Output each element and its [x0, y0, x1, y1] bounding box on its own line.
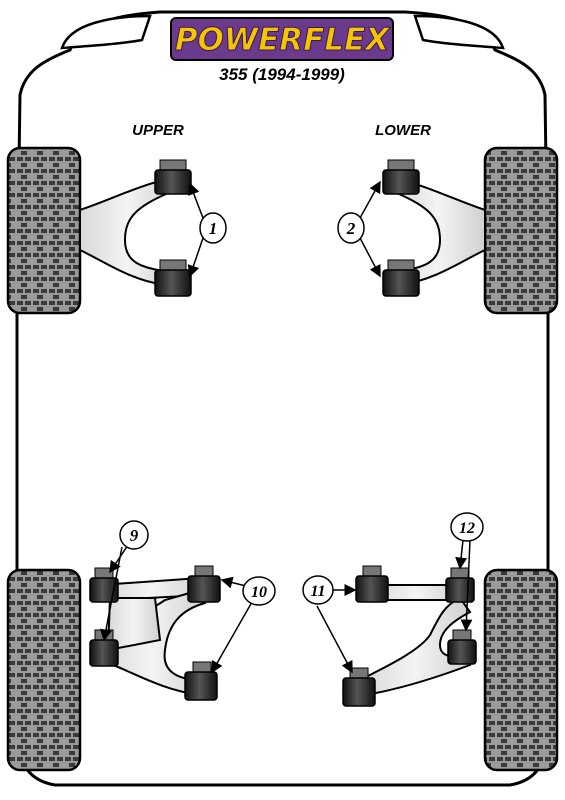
svg-text:9: 9	[130, 526, 139, 545]
bush-2-upper	[382, 159, 420, 195]
svg-text:11: 11	[310, 583, 325, 600]
rear-right-lower-wishbone	[358, 596, 472, 697]
rear-right-tyre	[483, 568, 559, 772]
bush-12-lower	[447, 629, 477, 665]
front-right-tyre	[483, 146, 559, 315]
left-headlight	[60, 14, 152, 50]
callout-1: 1	[199, 212, 227, 244]
bush-10-upper	[187, 565, 221, 603]
svg-text:2: 2	[346, 219, 356, 238]
upper-section-label: UPPER	[132, 122, 184, 139]
callout-arrows	[100, 180, 473, 674]
model-year-label: 355 (1994-1999)	[219, 65, 345, 84]
powerflex-logo: POWERFLEX	[170, 17, 394, 61]
front-lower-wishbone	[388, 178, 486, 287]
callout-12: 12	[450, 512, 484, 542]
bush-10-lower	[184, 661, 218, 701]
front-left-tyre	[6, 146, 82, 315]
svg-text:10: 10	[251, 584, 267, 601]
lower-section-label: LOWER	[375, 122, 431, 139]
callout-2: 2	[337, 212, 365, 244]
svg-text:12: 12	[459, 520, 475, 537]
bush-1-upper	[154, 159, 192, 195]
svg-text:POWERFLEX: POWERFLEX	[175, 22, 391, 58]
callout-11: 11	[302, 575, 334, 605]
svg-text:1: 1	[209, 219, 218, 238]
callout-9: 9	[119, 520, 149, 550]
front-upper-wishbone	[79, 178, 177, 287]
bush-9-upper	[89, 567, 119, 603]
rear-left-tyre	[6, 568, 82, 772]
bush-2-lower	[382, 259, 420, 297]
bush-1-lower	[154, 259, 192, 297]
car-body-outline	[15, 10, 550, 787]
callout-10: 10	[242, 576, 276, 606]
right-headlight	[413, 14, 505, 50]
